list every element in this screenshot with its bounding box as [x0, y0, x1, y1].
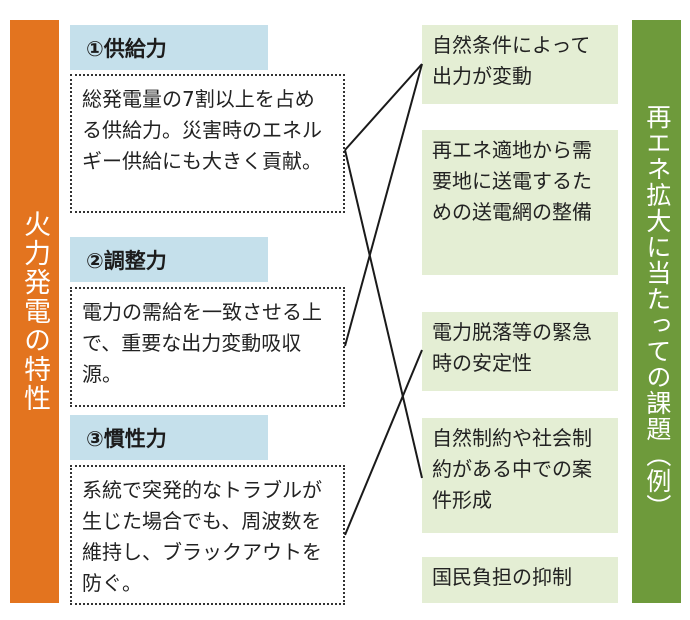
characteristic-description: 総発電量の7割以上を占める供給力。災害時のエネルギー供給にも大きく貢献。 [70, 74, 345, 213]
left-title-bar: 火力発電の特性 [10, 20, 59, 603]
characteristic-description: 系統で突発的なトラブルが生じた場合でも、周波数を維持し、ブラックアウトを防ぐ。 [70, 465, 345, 605]
left-title: 火力発電の特性 [19, 210, 51, 413]
characteristic-heading: ③慣性力 [70, 415, 268, 460]
issue-box: 自然条件によって出力が変動 [422, 25, 618, 104]
connector-line [344, 149, 423, 479]
characteristic-heading: ①供給力 [70, 25, 268, 70]
connector-line [344, 349, 423, 536]
characteristic-heading: ②調整力 [70, 237, 268, 282]
issue-box: 国民負担の抑制 [422, 557, 618, 603]
right-title: 再エネ拡大に当たっての課題（例） [642, 103, 672, 520]
issue-box: 自然制約や社会制約がある中での案件形成 [422, 418, 618, 533]
connector-line [344, 63, 423, 151]
characteristic-description: 電力の需給を一致させる上で、重要な出力変動吸収源。 [70, 287, 345, 407]
issue-box: 電力脱落等の緊急時の安定性 [422, 312, 618, 391]
connector-line [344, 63, 423, 347]
issue-box: 再エネ適地から需要地に送電するための送電網の整備 [422, 130, 618, 275]
right-title-bar: 再エネ拡大に当たっての課題（例） [632, 20, 681, 603]
